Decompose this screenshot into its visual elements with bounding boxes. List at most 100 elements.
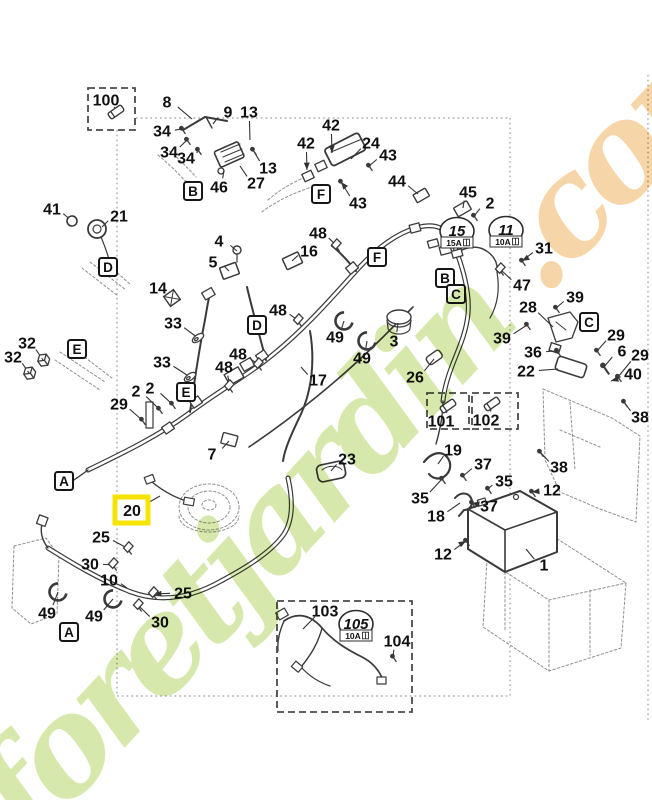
part-label-1: 1 — [525, 548, 549, 575]
part-number: 6 — [618, 344, 627, 361]
part-glyph-box — [162, 288, 182, 308]
part-label-33: 33 — [153, 355, 197, 383]
part-number: 101 — [428, 414, 455, 431]
part-number: 3 — [390, 334, 399, 351]
part-label-2: 2 — [146, 381, 176, 410]
part-number: 34 — [153, 124, 171, 141]
part-glyph-screw — [469, 499, 476, 509]
part-glyph-cube — [23, 366, 37, 380]
part-label-100: 100 — [93, 93, 125, 120]
part-number: 17 — [309, 373, 327, 390]
section-marker-A: A — [54, 471, 74, 491]
part-label-26: 26 — [406, 358, 435, 387]
part-number: 41 — [43, 202, 61, 219]
part-label-21: 21 — [101, 209, 128, 228]
highlight-box[interactable] — [112, 494, 151, 526]
part-number: 38 — [631, 410, 649, 427]
part-glyph-screw — [439, 475, 446, 485]
lower-harness — [35, 475, 294, 601]
part-glyph-screw — [338, 178, 345, 188]
svg-text:F: F — [373, 250, 381, 265]
part-glyph-screw — [460, 472, 467, 482]
part-number: 8 — [163, 95, 172, 112]
part-number: 100 — [93, 93, 120, 110]
part-label-34: 34 — [153, 124, 186, 141]
part-label-48: 48 — [229, 347, 264, 371]
fuse-rating: 10A — [495, 237, 511, 247]
part-glyph-cyl — [439, 398, 457, 414]
part-label-34: 34 — [177, 146, 202, 168]
connectors-4-5-16 — [218, 245, 304, 280]
part-label-4: 4 — [215, 234, 238, 252]
part-number: 34 — [160, 145, 178, 162]
part-label-5: 5 — [209, 255, 230, 272]
part-number: 44 — [388, 174, 406, 191]
regulator-and-relay — [182, 116, 472, 218]
part-label-13: 13 — [240, 105, 258, 141]
part-number: 33 — [153, 355, 171, 372]
part-label-44: 44 — [388, 174, 419, 195]
part-glyph-screw — [519, 257, 526, 267]
svg-text:C: C — [584, 315, 594, 330]
part-label-34: 34 — [160, 136, 191, 162]
highlighted-part-label-20[interactable]: 20 — [112, 494, 161, 526]
part-glyph-screw — [156, 405, 163, 415]
section-marker-F: F — [311, 184, 331, 204]
part-number: 30 — [81, 557, 99, 574]
dashed-box-103 — [276, 600, 413, 713]
part-label-10: 10 — [100, 573, 128, 590]
part-glyph-clip — [132, 597, 144, 612]
part-number: 32 — [18, 336, 36, 353]
part-number: 102 — [473, 413, 500, 430]
part-number: 33 — [164, 316, 182, 333]
part-number: 43 — [349, 196, 367, 213]
section-marker-B: B — [183, 181, 203, 201]
part-label-47: 47 — [494, 261, 531, 295]
part-glyph-cyl — [483, 396, 501, 412]
part-glyph-clip — [147, 585, 159, 600]
dashed-box-101 — [426, 392, 470, 430]
fuse-rating: 10A — [345, 631, 361, 641]
part-label-25: 25 — [147, 586, 192, 603]
section-marker-E: E — [67, 339, 87, 359]
part-label-35: 35 — [411, 475, 446, 508]
part-glyph-screw — [184, 136, 191, 146]
part-glyph-screw — [169, 400, 176, 410]
part-label-49: 49 — [85, 589, 123, 626]
svg-text:B: B — [188, 184, 198, 199]
part-number: 5 — [209, 255, 218, 272]
part-number: 43 — [379, 148, 397, 165]
part-number: 29 — [631, 348, 649, 365]
part-glyph-screw — [366, 162, 373, 172]
part-glyph-bolt — [600, 362, 610, 375]
part-glyph-screw — [195, 146, 202, 156]
part-number: 42 — [322, 118, 340, 135]
part-label-31: 31 — [519, 241, 553, 267]
part-number: 48 — [215, 360, 233, 377]
part-number: 25 — [174, 586, 192, 603]
part-label-6: 6 — [600, 344, 627, 375]
part-number: 46 — [210, 180, 228, 197]
fuse-rating-box — [489, 235, 523, 248]
part-glyph-clip — [107, 556, 119, 571]
part-label-3: 3 — [390, 322, 399, 351]
watermark-main: foretjardin — [0, 242, 541, 800]
part-glyph-grommet — [191, 332, 205, 344]
part-label-16: 16 — [291, 244, 318, 262]
svg-text:E: E — [181, 385, 190, 400]
battery — [467, 490, 558, 573]
line-art — [11, 116, 641, 687]
part-number: 35 — [495, 474, 513, 491]
part-label-49: 49 — [326, 311, 354, 347]
part-number: 27 — [247, 176, 265, 193]
svg-text:11: 11 — [498, 222, 514, 239]
part-label-102: 102 — [473, 396, 501, 430]
part-glyph-hook — [334, 311, 354, 331]
part-label-39: 39 — [493, 321, 531, 348]
part-glyph-cube — [37, 353, 51, 367]
section-marker-C: C — [579, 312, 599, 332]
part-number: 13 — [259, 161, 277, 178]
pigtail-20 — [143, 473, 196, 507]
part-label-2: 2 — [471, 196, 495, 222]
